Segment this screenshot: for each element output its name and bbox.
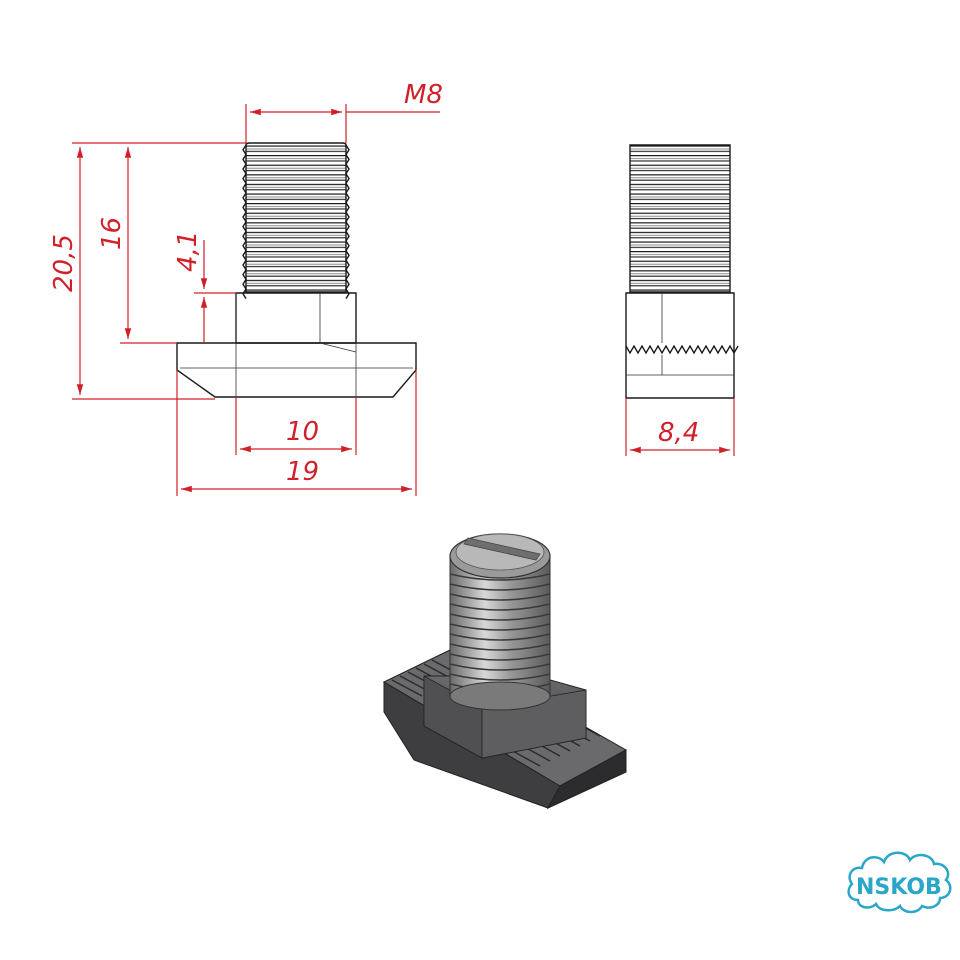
dim-thread-length-label: 16: [97, 217, 127, 250]
thread-ring: [449, 643, 551, 651]
front-neck: [235, 292, 357, 344]
thread-ring: [449, 613, 551, 621]
dim-base-width-label: 19: [286, 457, 319, 487]
t-bolt-render: [382, 533, 628, 810]
ridge-line: [391, 679, 423, 697]
dim-total-height-label: 20,5: [49, 234, 79, 292]
thread-ring: [449, 583, 551, 591]
thread-ring: [449, 573, 551, 581]
side-dimensions: 8,4: [625, 398, 735, 456]
nskob-logo: NSKOB: [847, 851, 952, 914]
thread-ring: [449, 593, 551, 601]
front-thread: [242, 142, 350, 299]
dim-neck-width-label: 10: [286, 417, 319, 447]
front-base: [176, 342, 417, 398]
thread-ring: [449, 603, 551, 611]
dim-head-height-label: 4,1: [173, 231, 203, 272]
thread-ring: [449, 673, 551, 681]
logo-text: NSKOB: [856, 875, 942, 900]
front-view: [176, 142, 417, 398]
front-dimensions: M8 20,5 16 4,1 10 19: [49, 80, 443, 496]
thread-ring: [449, 653, 551, 661]
side-view: [625, 143, 739, 399]
dim-thread-label: M8: [404, 80, 443, 110]
dim-side-width-label: 8,4: [658, 418, 699, 448]
cloud-badge-icon: [847, 851, 952, 914]
thread-ring: [449, 663, 551, 671]
thread-ring: [449, 633, 551, 641]
thread-ring: [449, 623, 551, 631]
